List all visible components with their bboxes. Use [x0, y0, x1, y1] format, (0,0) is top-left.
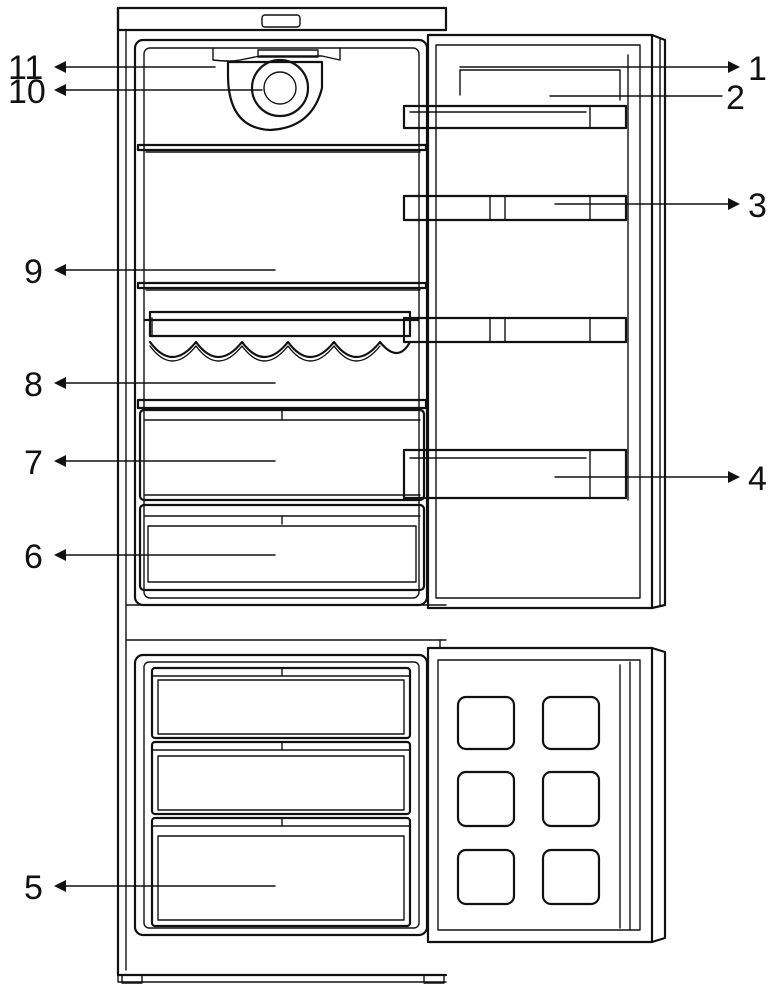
door-bottle-rack [402, 448, 628, 500]
top-handle-slot [261, 14, 301, 28]
glass-shelf-top [136, 143, 428, 153]
feet [121, 974, 445, 984]
callout-6: 6 [24, 538, 43, 576]
arrow-1 [728, 61, 740, 73]
freezer-door [426, 639, 667, 944]
arrow-7 [54, 455, 66, 467]
ice-tray-molds [456, 695, 601, 906]
callout-3: 3 [748, 187, 767, 225]
door-rack-2 [402, 194, 628, 222]
callout-10: 10 [8, 73, 46, 111]
freezer-drawer-middle [150, 740, 412, 816]
arrow-11 [54, 61, 66, 73]
callout-8: 8 [24, 366, 43, 404]
callout-11: 11 [8, 49, 43, 87]
arrow-9 [54, 264, 66, 276]
callout-1: 1 [748, 50, 767, 88]
callout-4: 4 [748, 460, 767, 498]
callout-labels: 11 10 9 8 7 6 5 1 2 3 4 [8, 49, 767, 907]
arrow-8 [54, 377, 66, 389]
freezer-drawer-top [150, 666, 412, 740]
arrow-3 [728, 198, 740, 210]
crisper-drawer [138, 408, 426, 502]
arrow-5 [54, 880, 66, 892]
fridge-door [426, 33, 667, 610]
light-unit [226, 58, 324, 132]
glass-shelf-middle [136, 281, 428, 291]
arrow-6 [54, 549, 66, 561]
door-rack-3 [402, 316, 628, 344]
door-rack-1 [402, 104, 628, 130]
freezer-compartment [133, 653, 429, 937]
callout-2: 2 [726, 79, 745, 117]
freezer-drawer-bottom [150, 816, 412, 928]
arrow-4 [728, 471, 740, 483]
fan-cover [212, 47, 341, 62]
fridge-compartment [133, 38, 429, 607]
chiller-drawer [138, 503, 426, 592]
arrow-10 [54, 84, 66, 96]
callout-7: 7 [24, 444, 43, 482]
callout-leaders [54, 61, 740, 892]
callout-5: 5 [24, 869, 43, 907]
wine-rack [143, 310, 420, 362]
callout-9: 9 [24, 253, 43, 291]
